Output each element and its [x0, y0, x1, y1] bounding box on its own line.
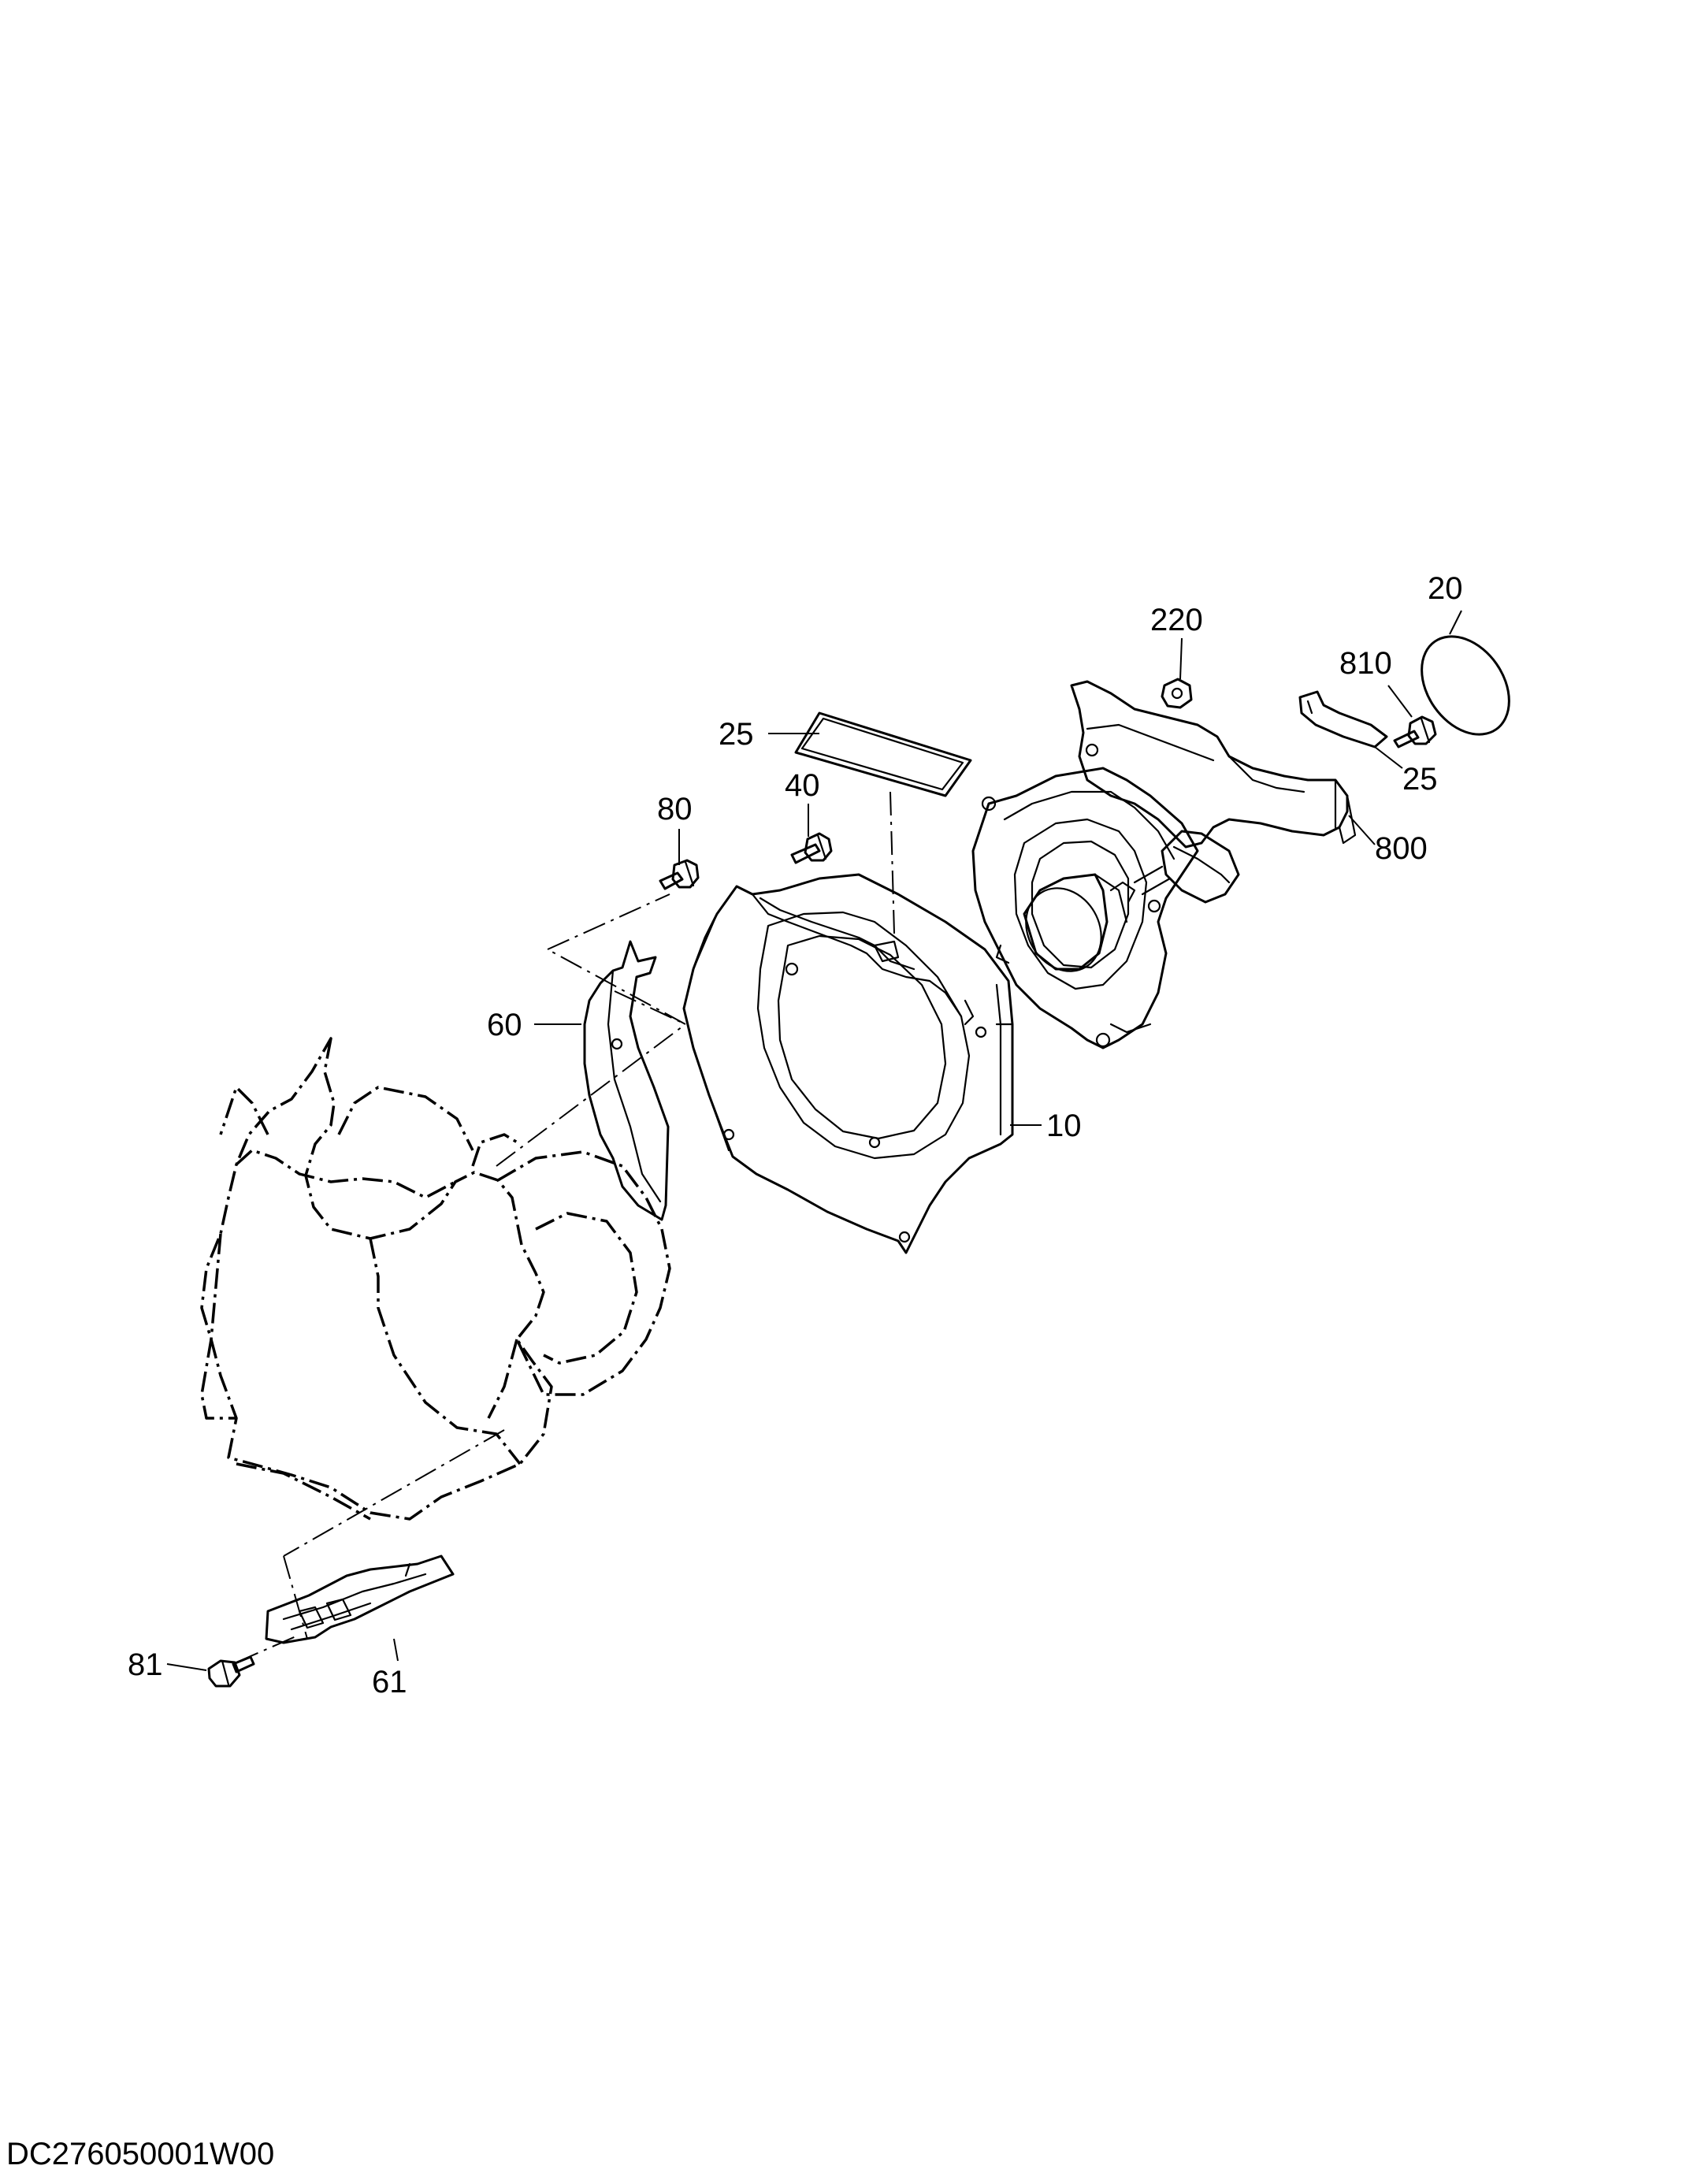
callout-25-right: 25	[1402, 762, 1438, 797]
part-80-bolt	[659, 859, 700, 890]
callout-20: 20	[1428, 571, 1463, 606]
callout-81: 81	[128, 1647, 163, 1682]
callout-25-top: 25	[719, 717, 754, 752]
callout-61: 61	[372, 1665, 407, 1699]
part-81-bolt	[207, 1655, 255, 1688]
part-10-fan-shroud	[682, 873, 1014, 1254]
part-20-disc	[1421, 635, 1510, 736]
callout-80: 80	[657, 792, 693, 826]
part-800-bracket	[1070, 680, 1357, 849]
callout-810: 810	[1339, 646, 1392, 681]
callout-40: 40	[785, 768, 820, 803]
part-25-small-plate	[1298, 690, 1388, 748]
starter-handle	[1133, 830, 1240, 904]
assembly-centerlines	[236, 791, 895, 1663]
part-810-bolt	[1393, 715, 1437, 748]
engine-block-phantom	[200, 1037, 671, 1521]
callout-10: 10	[1046, 1109, 1082, 1143]
part-40-bolt	[790, 832, 833, 864]
callout-800: 800	[1375, 831, 1428, 866]
recoil-starter-assembly	[971, 767, 1199, 1049]
part-220-nut	[1161, 678, 1193, 709]
part-25-gasket-plate	[794, 711, 972, 797]
callout-220: 220	[1150, 603, 1203, 637]
part-61-cover-plate	[265, 1554, 455, 1644]
callouts: 20 220 810 25 25 800 80 40 60 10 81 61	[128, 571, 1463, 1699]
leader-lines	[166, 610, 1462, 1671]
drawing-code: DC276050001W00	[6, 2137, 275, 2171]
callout-60: 60	[487, 1008, 522, 1042]
part-60-baffle-plate	[583, 940, 670, 1221]
